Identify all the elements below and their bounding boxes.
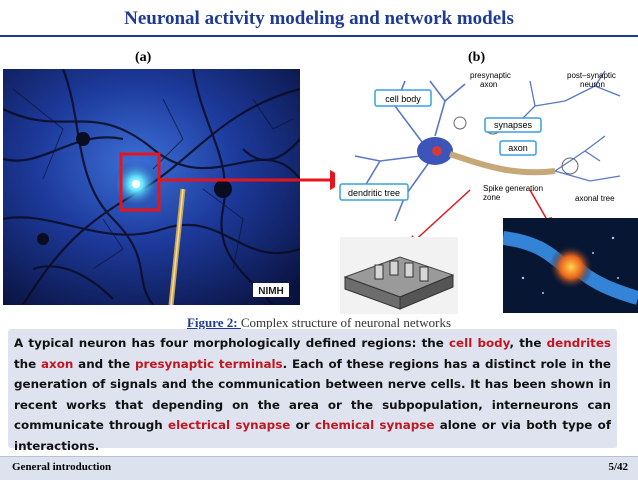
title-divider	[0, 35, 638, 37]
body-text: or	[290, 418, 315, 432]
neuron-diagram: cell body synapses axon dendritic tree p…	[335, 66, 635, 236]
body-text: and the	[73, 356, 136, 371]
footer-section: General introduction	[12, 461, 112, 473]
caption-text: Complex structure of neuronal networks	[240, 315, 452, 330]
red-arrow-icon	[158, 170, 348, 190]
figure-caption: Figure 2: Complex structure of neuronal …	[0, 315, 638, 331]
electrical-synapse-image	[340, 237, 458, 314]
body-text: A typical neuron has four morphologicall…	[14, 336, 449, 350]
slide-title: Neuronal activity modeling and network m…	[124, 8, 514, 29]
term-cell-body: cell body	[449, 336, 510, 350]
axonal-tree-label: axonal tree	[575, 194, 615, 203]
body-text: . Each of these regions has a distinct r…	[14, 356, 611, 433]
footer-bar	[0, 456, 638, 480]
watermark-text: NIMH	[258, 286, 284, 297]
chemical-synapse-image	[503, 218, 638, 313]
synapses-label: synapses	[494, 120, 533, 130]
dendritic-tree-label: dendritic tree	[348, 188, 400, 198]
term-presynaptic-terminals: presynaptic terminals	[135, 356, 283, 371]
body-text: the	[14, 356, 42, 371]
term-electrical-synapse: electrical synapse	[168, 418, 291, 432]
panel-a-label: (a)	[135, 50, 152, 65]
page-number: 5/42	[608, 461, 628, 473]
body-text: alone or via both type of interactions.	[14, 418, 612, 453]
term-axon: axon	[41, 356, 74, 371]
axon-label: axon	[508, 143, 528, 153]
description-paragraph: A typical neuron has four morphologicall…	[8, 329, 617, 453]
figure-label: Figure 2:	[186, 315, 241, 330]
cell-body-label: cell body	[385, 94, 421, 104]
body-text: , the	[509, 336, 547, 350]
term-chemical-synapse: chemical synapse	[314, 418, 435, 432]
term-dendrites: dendrites	[546, 336, 611, 350]
neuron-network-image: NIMH	[3, 69, 300, 305]
panel-b-label: (b)	[468, 50, 486, 65]
